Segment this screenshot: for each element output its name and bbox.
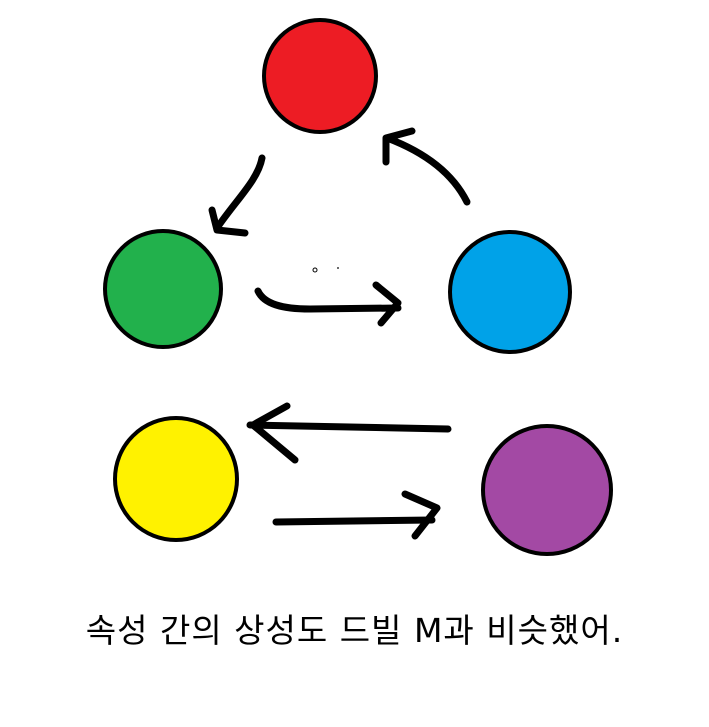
green-attribute-circle xyxy=(103,229,223,349)
yellow-attribute-circle xyxy=(113,416,239,542)
caption-text: 속성 간의 상성도 드빌 M과 비슷했어. xyxy=(85,611,624,650)
stray-dot xyxy=(312,267,318,273)
arrow-red-to-green xyxy=(208,154,266,237)
blue-attribute-circle xyxy=(448,230,572,354)
red-attribute-circle xyxy=(262,18,378,134)
arrow-green-to-blue xyxy=(254,281,402,327)
arrow-blue-to-red xyxy=(382,127,471,206)
arrow-purple-to-yellow xyxy=(246,402,452,464)
arrow-yellow-to-purple xyxy=(272,490,441,540)
stray-dot xyxy=(337,267,339,269)
purple-attribute-circle xyxy=(481,424,613,556)
